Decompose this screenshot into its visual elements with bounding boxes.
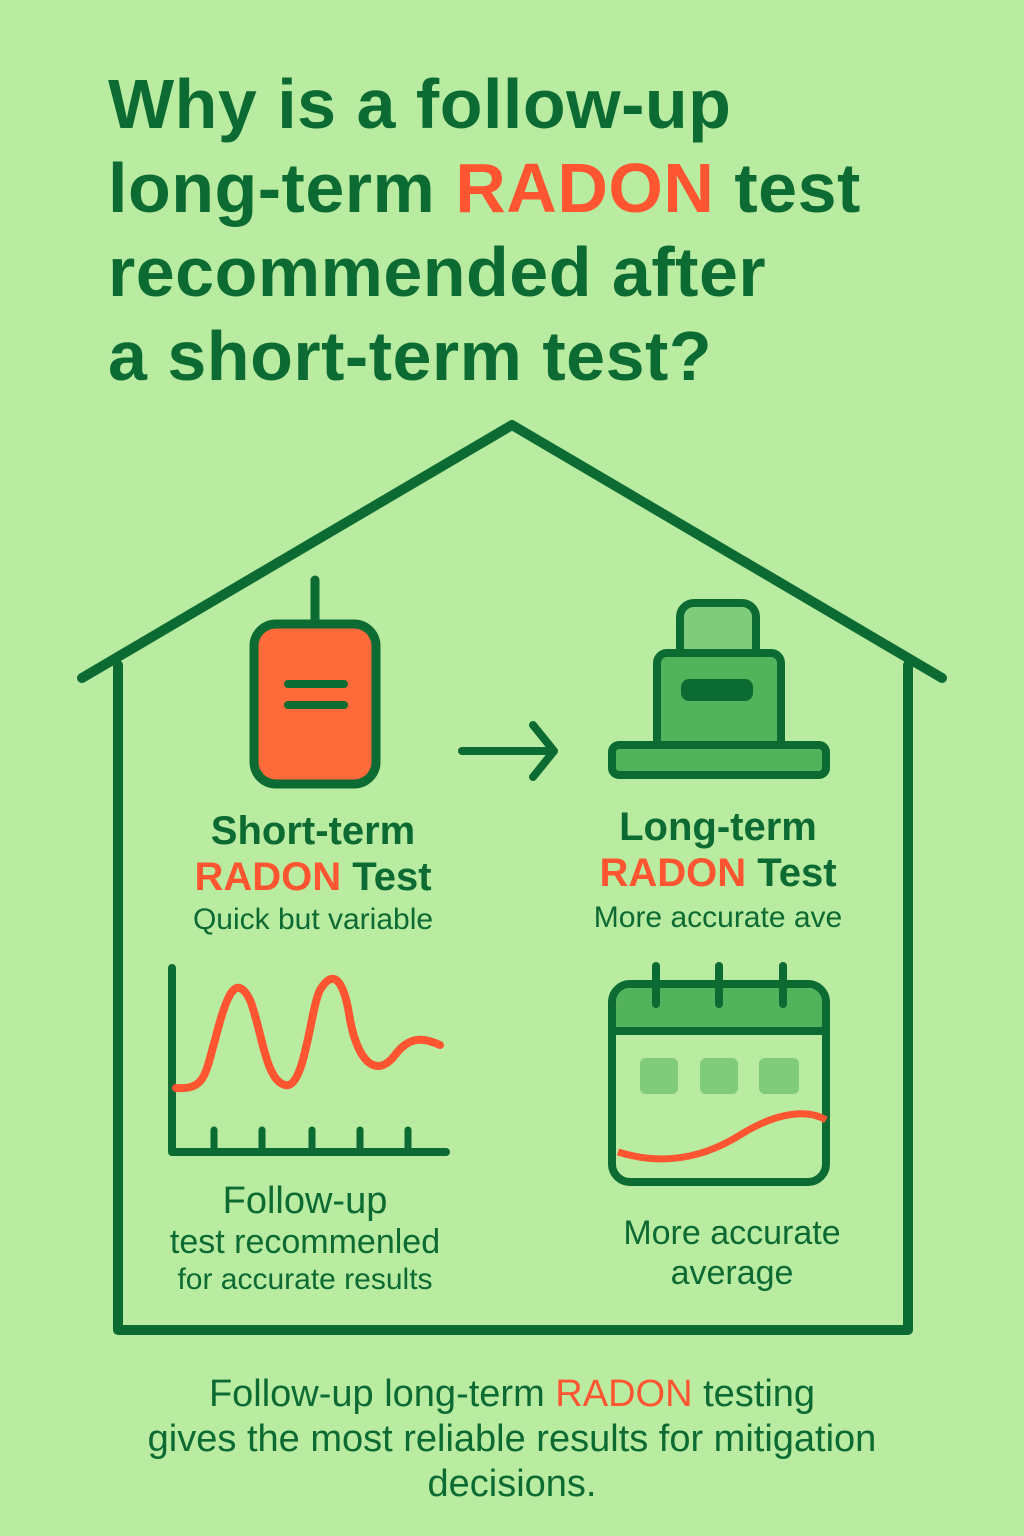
arrow-right-icon [458, 721, 558, 781]
house-outline-icon [77, 420, 947, 1335]
short-term-label: Short-term RADON Test Quick but variable [192, 809, 434, 936]
footer-summary: Follow-up long-term RADON testing gives … [147, 1373, 877, 1505]
calendar-icon [608, 962, 830, 1186]
chart-caption: Follow-up test recommenled for accurate … [169, 1180, 441, 1296]
long-term-detector-icon [608, 599, 830, 779]
calendar-caption: More accurate average [623, 1214, 841, 1292]
fluctuating-chart-icon [168, 964, 450, 1156]
long-term-label: Long-term RADON Test More accurate ave [593, 805, 843, 934]
page-title: Why is a follow-up long-term RADON test … [108, 65, 861, 395]
radon-highlight: RADON [455, 149, 715, 227]
short-term-detector-icon [249, 575, 381, 789]
